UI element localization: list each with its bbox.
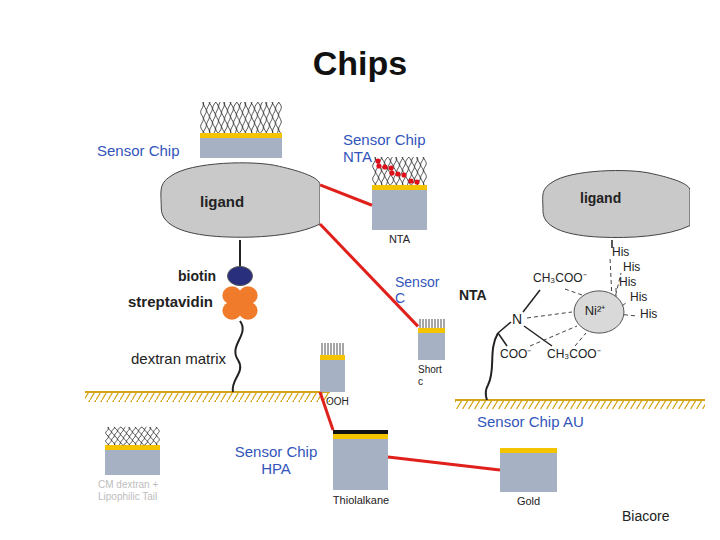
gold-hatch — [85, 393, 330, 402]
node-caption: Thiolalkane — [321, 494, 401, 507]
node-caption: NTA — [372, 233, 427, 246]
node-label: Sensor Chip NTA — [343, 131, 427, 166]
streptavidin-marker: streptavidin — [220, 284, 260, 322]
coordination-bonds — [527, 258, 637, 346]
chip-name: Sensor Chip AU — [477, 413, 584, 430]
streptavidin-marker-shape — [220, 284, 260, 322]
node-label: Ni²⁺ — [573, 304, 617, 319]
residue-label: His — [619, 276, 636, 290]
chip-art — [333, 430, 388, 490]
component-label: dextran matrix — [131, 350, 226, 367]
chip-art — [500, 448, 557, 492]
node-label: biotin — [178, 268, 216, 284]
bond — [523, 290, 540, 312]
chemical-group: CH₃COO⁻ — [547, 348, 601, 362]
node-label: Sensor C — [395, 274, 445, 306]
dextran-strand — [233, 321, 243, 392]
node-caption: Short c — [418, 364, 445, 387]
chip-art — [200, 102, 282, 158]
node-label: Sensor Chip HPA — [226, 443, 326, 478]
atom-label: N — [512, 311, 522, 327]
biotin-marker-shape — [227, 266, 253, 286]
sensor-chip: Sensor CShort c — [418, 318, 445, 360]
ligand-blob: ligand — [540, 168, 690, 240]
node-label: ligand — [580, 190, 621, 206]
gold-surface — [85, 391, 330, 393]
residue-label: His — [612, 246, 629, 260]
bond — [498, 333, 507, 346]
link-line — [388, 457, 500, 470]
sensor-chip: OOH — [320, 342, 345, 392]
sensor-chip: Sensor Chip HPAThiolalkane — [333, 430, 388, 490]
residue-label: His — [630, 291, 647, 305]
node-label: ligand — [200, 193, 244, 210]
nickel-ion: Ni²⁺ — [573, 290, 625, 334]
residue-label: His — [640, 308, 657, 322]
ligand-blob: ligand — [158, 160, 320, 240]
chip-art — [320, 343, 345, 392]
node-label: streptavidin — [128, 293, 213, 310]
chip-art — [418, 319, 445, 360]
gold-surface — [455, 399, 705, 401]
sensor-chip: CM dextran + Lipophilic Tail — [105, 425, 160, 475]
chip-art — [105, 427, 160, 475]
chemical-group: COO⁻ — [500, 348, 531, 362]
chemical-group: CH₃COO⁻ — [533, 272, 587, 286]
biotin-marker: biotin — [227, 266, 253, 286]
node-label: Gold — [500, 495, 557, 508]
bond — [498, 322, 511, 333]
slide-title: Chips — [0, 44, 720, 83]
linker-chain — [486, 333, 498, 400]
tether-line — [239, 240, 241, 267]
node-label: Sensor Chip — [97, 142, 180, 159]
sensor-chip: Sensor Chip NTANTA — [372, 155, 427, 230]
molecule-label: NTA — [459, 287, 487, 303]
node-label: OOH — [326, 396, 349, 408]
gold-hatch — [455, 401, 705, 409]
sensor-chip: Sensor Chip — [200, 100, 282, 158]
source-credit: Biacore — [622, 508, 669, 524]
node-label: CM dextran + Lipophilic Tail — [98, 479, 190, 502]
residue-label: His — [623, 261, 640, 275]
link-line — [320, 185, 372, 205]
chip-art — [372, 157, 427, 230]
sensor-chip: Gold — [500, 448, 557, 492]
